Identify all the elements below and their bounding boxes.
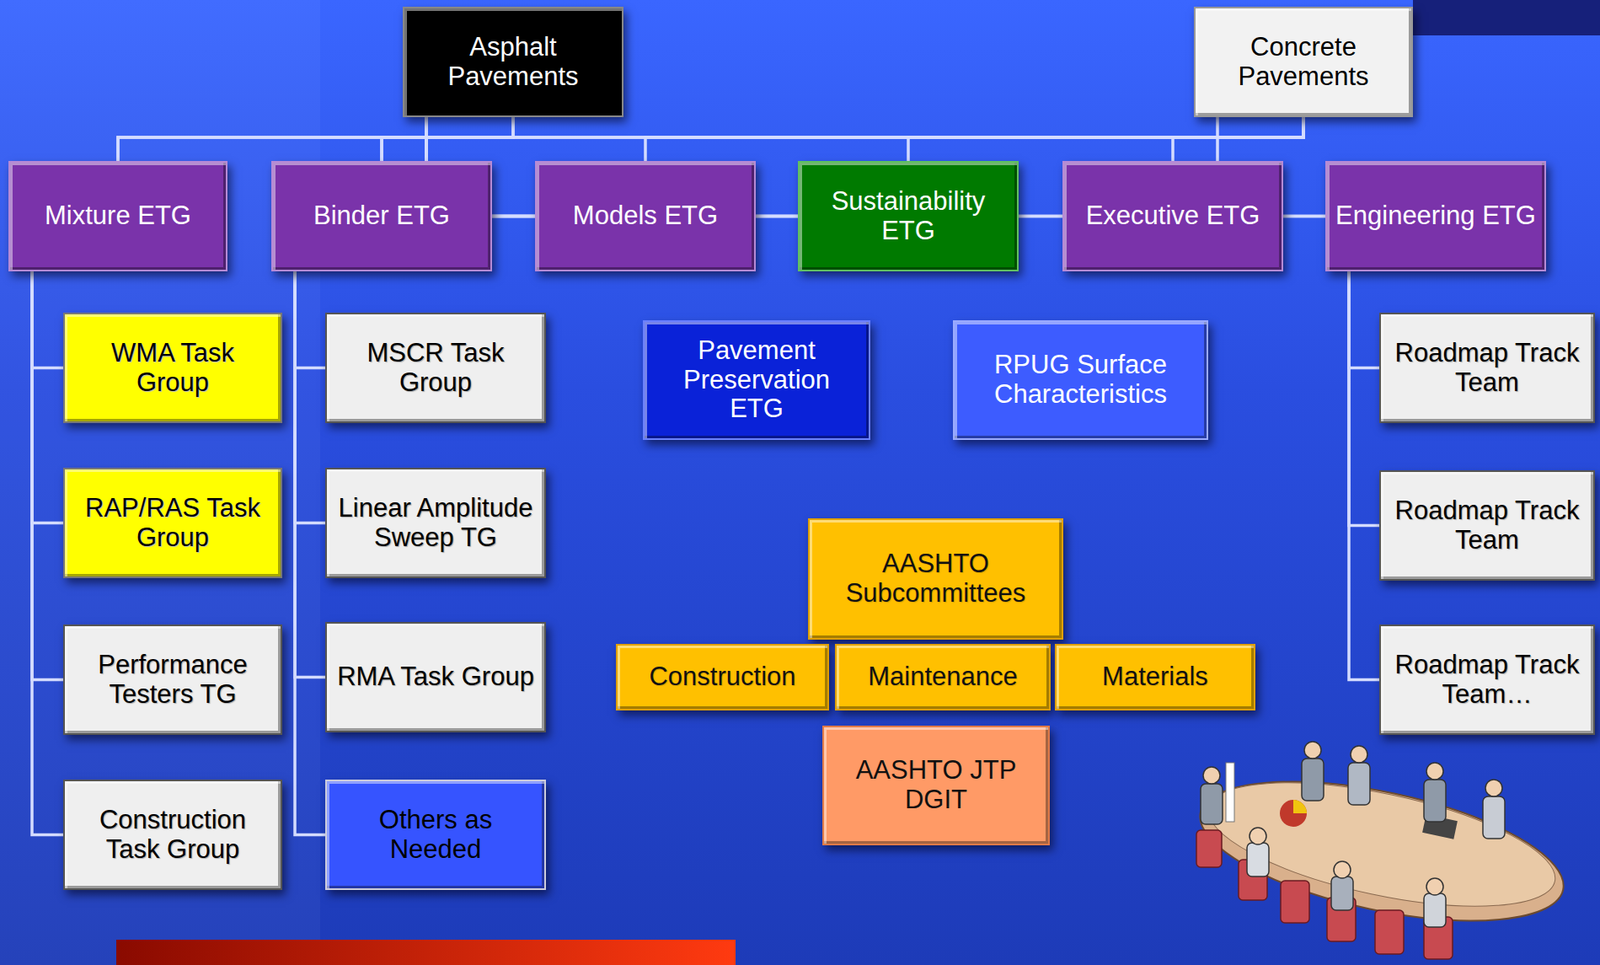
org-connector [294, 271, 326, 835]
footer-bar [116, 939, 736, 965]
box-label: Construction [648, 662, 796, 692]
org-connector [32, 271, 64, 369]
box-label: RAP/RAS Task Group [73, 493, 273, 552]
side-band [0, 0, 321, 965]
box-label: Others as Needed [335, 805, 536, 864]
org-connector [1348, 271, 1380, 526]
box-label: Roadmap Track Team… [1389, 650, 1585, 709]
org-connector [645, 117, 1304, 161]
box-label: Binder ETG [313, 201, 450, 231]
org-connector [32, 271, 64, 680]
org-connector [294, 271, 326, 524]
track-team-box: Roadmap Track Team [1379, 470, 1595, 581]
box-label: Asphalt Pavements [412, 32, 614, 91]
task-group-box: WMA Task Group [63, 312, 283, 423]
committee-box: Maintenance [834, 643, 1051, 711]
box-label: WMA Task Group [73, 338, 273, 397]
org-connector [294, 271, 326, 678]
box-label: Pavement Preservation ETG [652, 336, 861, 424]
org-connector [1348, 271, 1380, 369]
box-label: Concrete Pavements [1204, 32, 1403, 91]
box-label: Maintenance [867, 662, 1018, 692]
org-connector [381, 117, 514, 161]
box-label: AASHTO JTP DGIT [832, 755, 1040, 814]
root-box: Concrete Pavements [1193, 6, 1413, 118]
box-label: Construction Task Group [73, 805, 273, 864]
track-team-box: Roadmap Track Team [1379, 312, 1595, 423]
etg-box: Models ETG [535, 160, 756, 272]
etg-box: Sustainability ETG [797, 160, 1019, 272]
etg-box: Binder ETG [271, 160, 493, 272]
box-label: RPUG Surface Characteristics [963, 350, 1199, 409]
box-label: Models ETG [572, 201, 718, 231]
org-connector [32, 271, 64, 524]
org-connector [117, 117, 1304, 161]
etg-box: Engineering ETG [1325, 160, 1547, 272]
org-connector [32, 271, 64, 835]
committee-box: AASHTO JTP DGIT [822, 725, 1050, 846]
box-label: Sustainability ETG [808, 187, 1009, 246]
box-label: Mixture ETG [44, 201, 192, 231]
box-label: Executive ETG [1086, 201, 1261, 231]
task-group-box: RAP/RAS Task Group [63, 467, 283, 578]
org-connector [117, 117, 514, 161]
box-label: MSCR Task Group [335, 338, 536, 397]
task-group-box: Others as Needed [325, 779, 546, 890]
org-connector [294, 271, 326, 369]
org-connector [908, 117, 1304, 161]
box-label: Roadmap Track Team [1389, 338, 1585, 397]
box-label: RMA Task Group [337, 662, 535, 692]
corner-band [1412, 0, 1600, 36]
box-label: Roadmap Track Team [1389, 496, 1585, 555]
box-label: Engineering ETG [1335, 201, 1536, 231]
root-box: Asphalt Pavements [402, 6, 624, 118]
box-label: Materials [1102, 662, 1209, 692]
committee-box: Construction [615, 643, 830, 711]
task-group-box: RMA Task Group [325, 621, 546, 733]
box-label: Performance Testers TG [73, 650, 273, 709]
task-group-box: Linear Amplitude Sweep TG [325, 467, 546, 578]
task-group-box: MSCR Task Group [325, 312, 546, 423]
org-connector [1348, 271, 1380, 680]
committee-box: Materials [1054, 643, 1256, 711]
etg-box: Mixture ETG [8, 160, 228, 272]
committee-box: AASHTO Subcommittees [808, 518, 1064, 640]
task-group-box: Performance Testers TG [63, 624, 283, 735]
etg-box: Pavement Preservation ETG [642, 320, 871, 440]
box-label: AASHTO Subcommittees [818, 549, 1054, 608]
box-label: Linear Amplitude Sweep TG [335, 493, 536, 552]
meeting-illustration [1187, 741, 1575, 959]
org-connector [1172, 117, 1304, 161]
task-group-box: Construction Task Group [63, 779, 283, 890]
org-connector [381, 117, 1304, 161]
etg-box: RPUG Surface Characteristics [952, 320, 1209, 440]
track-team-box: Roadmap Track Team… [1379, 624, 1595, 735]
etg-box: Executive ETG [1062, 160, 1284, 272]
